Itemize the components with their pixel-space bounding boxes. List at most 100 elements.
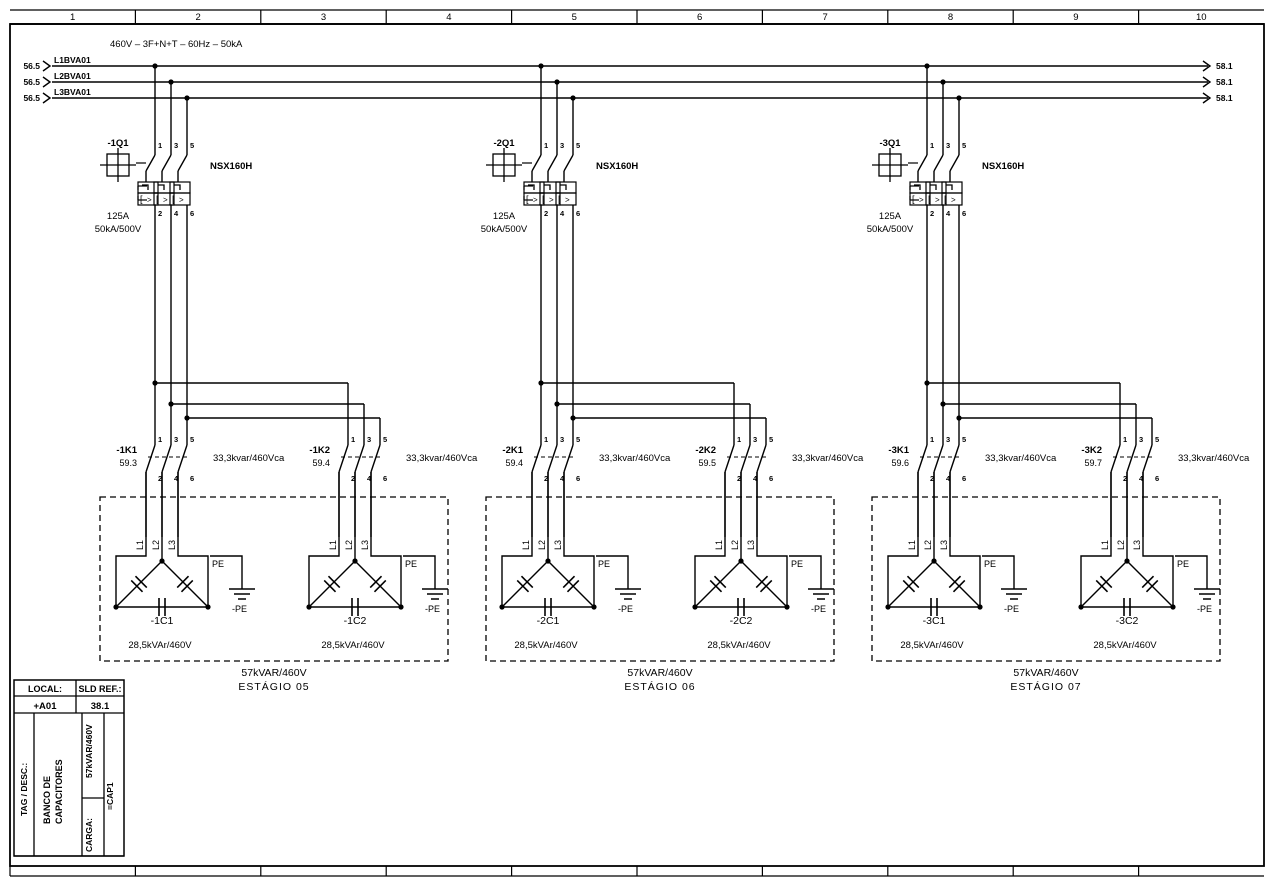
breaker-blade	[563, 154, 574, 172]
trip-bracket-glyph: [	[912, 194, 915, 204]
breaker-terminal-bottom: 2	[930, 209, 934, 218]
capacitor-phase-label: L1	[135, 540, 145, 550]
contactor-terminal-bottom: 2	[351, 474, 355, 483]
capacitor-plate-right	[948, 575, 962, 589]
delta-right-node	[591, 604, 597, 610]
capacitor-phase-label: L1	[1100, 540, 1110, 550]
column-number: 6	[697, 12, 702, 23]
source-arrow	[42, 76, 52, 88]
trip-unit-lower-cell	[925, 192, 947, 206]
capacitor-plate-left	[1099, 575, 1113, 589]
earth-tag: -PE	[232, 604, 247, 614]
trip-arrow-glyph: >	[951, 196, 956, 205]
capacitor-phase-label: L2	[537, 540, 547, 550]
breaker-model: NSX160H	[210, 161, 252, 172]
contactor-blade	[145, 444, 156, 473]
breaker-blade	[161, 154, 172, 172]
contactor-terminal-top: 1	[158, 435, 162, 444]
capacitor-lead-l3	[1142, 497, 1174, 607]
delta-side-left	[887, 560, 935, 608]
delta-left-node	[306, 604, 312, 610]
capacitor-lead-l3	[756, 497, 788, 607]
contactor-ref: 59.4	[505, 458, 523, 468]
contactor-rating: 33,3kvar/460Vca	[792, 453, 864, 464]
capacitor-rating: 28,5kVAr/460V	[1093, 640, 1157, 651]
contactor-terminal-bottom: 4	[560, 474, 565, 483]
tag-header: TAG / DESC.:	[19, 763, 29, 816]
contactor-terminal-bottom: 2	[1123, 474, 1127, 483]
contactor-blade	[531, 444, 542, 473]
trip-bracket-glyph: [	[558, 194, 561, 204]
contactor-terminal-bottom: 6	[190, 474, 194, 483]
description-line: BANCO DE	[42, 776, 52, 824]
breaker-blade	[177, 154, 188, 172]
contactor-terminal-bottom: 2	[737, 474, 741, 483]
capacitor-tag: -2C1	[537, 615, 560, 627]
bus-line-name: L2BVA01	[54, 71, 91, 81]
capacitor-pe-label: PE	[212, 559, 224, 569]
trip-hook-glyph	[158, 184, 165, 190]
contactor-terminal-bottom: 2	[544, 474, 548, 483]
load-header: CARGA:	[84, 818, 94, 852]
dest-ref: 58.1	[1216, 93, 1233, 103]
delta-left-node	[885, 604, 891, 610]
contactor-tag: -3K1	[888, 445, 909, 456]
contactor-blade	[177, 444, 188, 473]
delta-apex-node	[352, 558, 358, 564]
breaker-rating: 125A	[493, 211, 516, 222]
source-ref: 56.5	[23, 61, 40, 71]
breaker-rating: 125A	[107, 211, 130, 222]
contactor-rating: 33,3kvar/460Vca	[1178, 453, 1250, 464]
description-line: CAPACITORES	[54, 759, 64, 824]
sld-header: SLD REF.:	[78, 684, 121, 694]
capacitor-pe-label: PE	[984, 559, 996, 569]
trip-hook-glyph	[946, 184, 953, 190]
capacitor-pe-label: PE	[405, 559, 417, 569]
breaker-terminal-top: 5	[962, 141, 966, 150]
contactor-rating: 33,3kvar/460Vca	[985, 453, 1057, 464]
capacitor-lead-l3	[177, 497, 209, 607]
trip-bracket-glyph: [	[140, 194, 143, 204]
capacitor-pe-label: PE	[791, 559, 803, 569]
delta-apex-node	[545, 558, 551, 564]
contactor-terminal-top: 1	[930, 435, 934, 444]
capacitor-tag: -3C1	[923, 615, 946, 627]
capacitor-plate-right	[176, 575, 190, 589]
capacitor-plate-left	[323, 579, 337, 593]
dest-arrow	[1202, 60, 1212, 72]
contactor-ref: 59.7	[1084, 458, 1102, 468]
contactor-tag: -2K1	[502, 445, 523, 456]
capacitor-phase-label: L1	[907, 540, 917, 550]
contactor-terminal-bottom: 6	[769, 474, 773, 483]
bus-tap-dot	[940, 79, 946, 85]
capacitor-phase-label: L2	[730, 540, 740, 550]
trip-arrow-glyph: >	[533, 196, 538, 205]
capacitor-phase-label: L2	[923, 540, 933, 550]
contactor-blade	[933, 444, 944, 473]
contactor-terminal-bottom: 4	[1139, 474, 1144, 483]
delta-side-left	[115, 560, 163, 608]
capacitor-plate-left	[134, 575, 148, 589]
breaker-terminal-bottom: 2	[158, 209, 162, 218]
pe-conductor	[789, 555, 822, 589]
contactor-ref: 59.6	[891, 458, 909, 468]
bus-line-name: L1BVA01	[54, 55, 91, 65]
delta-right-node	[205, 604, 211, 610]
bus-tap-dot	[168, 79, 174, 85]
capacitor-phase-label: L3	[746, 540, 756, 550]
trip-arrow-glyph: >	[549, 196, 554, 205]
contactor-terminal-top: 3	[946, 435, 950, 444]
